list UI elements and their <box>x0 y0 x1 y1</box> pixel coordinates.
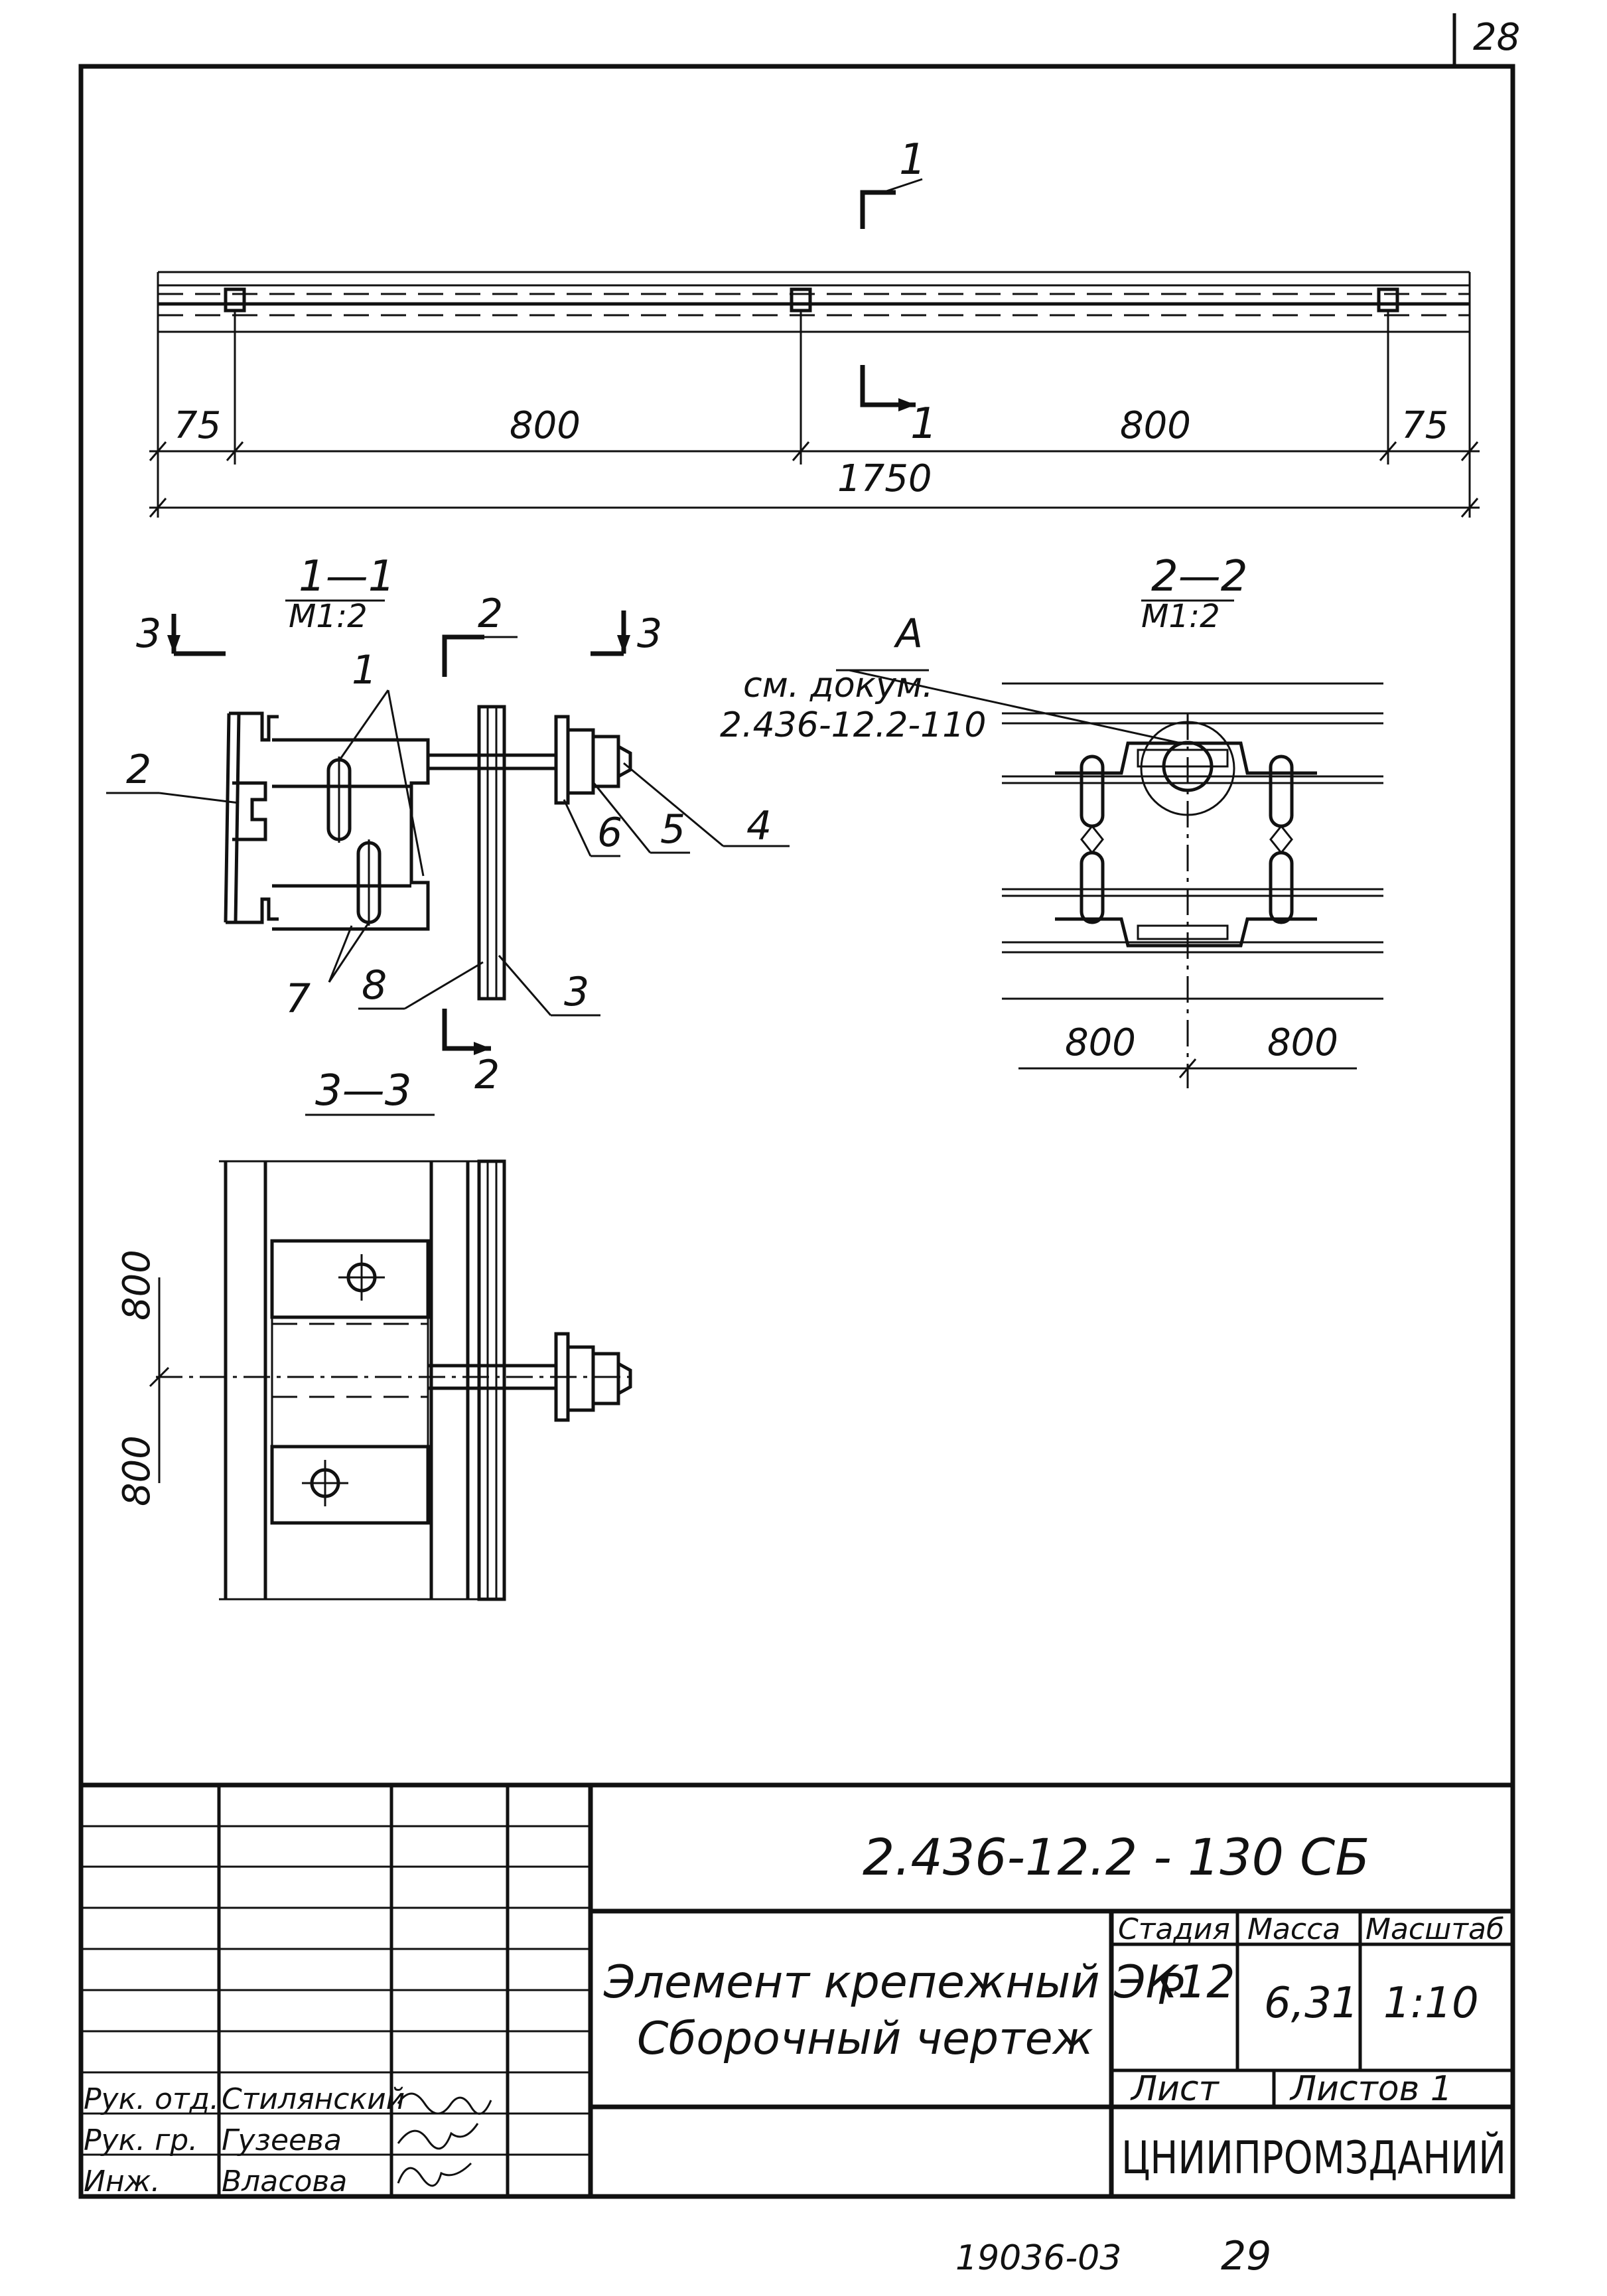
drawing-type: Сборочный чертеж <box>637 2013 1093 2065</box>
signature-role-1: Рук. отд. <box>84 2082 219 2116</box>
signature-scribble-3 <box>397 2162 472 2187</box>
callout-8: 8 <box>362 962 387 1009</box>
scale-value: 1:10 <box>1383 1979 1479 2028</box>
organization: ЦНИИПРОМЗДАНИЙ <box>1121 2131 1506 2185</box>
signature-name-3: Власова <box>222 2165 347 2198</box>
section-2-2-dim-left: 800 <box>1065 1021 1136 1064</box>
section-2-2-dim-right: 800 <box>1267 1021 1338 1064</box>
plan-dim-4: 75 <box>1401 404 1448 447</box>
stage-header: Стадия <box>1118 1912 1230 1946</box>
signature-name-1: Стилянский <box>222 2082 405 2116</box>
section-3-3-dim-lower: 800 <box>115 1435 159 1506</box>
sheet-label: Лист <box>1130 2069 1220 2109</box>
section-3-3 <box>149 1113 637 1601</box>
plan-section-mark-bottom: 1 <box>910 399 938 449</box>
section-2-2-title: 2—2 <box>1151 552 1247 601</box>
signature-scribble-1 <box>397 2092 492 2115</box>
signature-role-2: Рук. гр. <box>84 2123 198 2157</box>
cut-mark-3-right: 3 <box>637 610 662 657</box>
signature-scribble-2 <box>397 2123 479 2150</box>
document-code: 2.436-12.2 - 130 СБ <box>863 1828 1369 1887</box>
mass-value: 6,31 <box>1264 1979 1359 2028</box>
cut-mark-2-bottom: 2 <box>474 1052 500 1098</box>
section-3-3-dim-upper: 800 <box>115 1250 159 1321</box>
callout-1: 1 <box>352 647 377 693</box>
callout-7: 7 <box>285 975 311 1022</box>
cut-mark-3-left: 3 <box>136 610 161 657</box>
section-1-1 <box>106 599 1182 1055</box>
product-name: Элемент крепежный ЭК12 <box>603 1956 1235 2009</box>
reference-note-line2: 2.436-12.2-110 <box>720 705 986 745</box>
callout-3: 3 <box>564 969 589 1015</box>
plan-section-mark-top: 1 <box>899 135 926 184</box>
reference-note-line1: см. докум. <box>743 666 934 705</box>
plan-fastener-2 <box>790 287 812 313</box>
plan-fastener-1 <box>224 287 246 313</box>
mass-header: Масса <box>1247 1912 1340 1946</box>
section-1-1-title: 1—1 <box>299 552 395 601</box>
plan-dim-3: 800 <box>1120 404 1191 447</box>
sheets-label: Листов 1 <box>1289 2069 1452 2109</box>
title-block <box>81 1782 1513 2196</box>
page-number-top: 28 <box>1473 16 1520 59</box>
callout-5: 5 <box>660 806 685 853</box>
section-3-3-title: 3—3 <box>315 1066 411 1115</box>
callout-6: 6 <box>597 810 622 856</box>
plan-view: 1 <box>149 135 1480 518</box>
stage-value: Р <box>1158 1966 1184 2015</box>
callout-2: 2 <box>126 747 151 793</box>
callout-4: 4 <box>746 803 772 849</box>
plan-fastener-3 <box>1377 287 1399 313</box>
section-1-1-scale: М1:2 <box>289 598 368 635</box>
signature-role-3: Инж. <box>84 2165 160 2198</box>
signature-name-2: Гузеева <box>222 2123 342 2157</box>
section-2-2-scale: М1:2 <box>1141 598 1220 635</box>
bottom-page: 29 <box>1221 2233 1271 2279</box>
plan-dim-2: 800 <box>510 404 581 447</box>
section-2-2 <box>1002 599 1383 1088</box>
reference-label-a: А <box>893 610 923 657</box>
plan-overall-dim: 1750 <box>837 457 932 500</box>
sheet-frame <box>78 13 1515 2199</box>
scale-header: Масштаб <box>1365 1912 1504 1946</box>
cut-mark-2-top: 2 <box>478 591 503 637</box>
plan-dim-1: 75 <box>174 404 221 447</box>
bottom-code: 19036-03 <box>955 2238 1121 2278</box>
